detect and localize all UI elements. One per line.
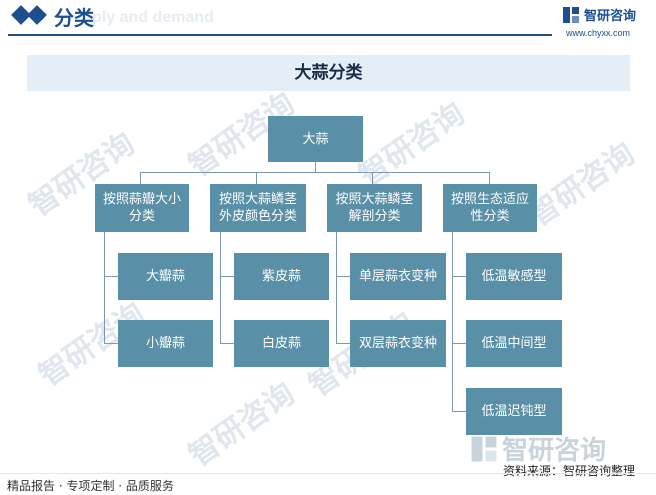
leaf-node: 双层蒜衣变种 [350,320,446,367]
header-divider [8,34,552,36]
footer-watermark: 智研咨询 [470,430,606,467]
brand: 智研咨询 [562,5,636,24]
node-label: 大瓣蒜 [145,269,185,284]
root-node: 大蒜 [268,116,363,162]
node-label: 低温迟钝型 [481,404,547,419]
node-label: 紫皮蒜 [261,269,301,284]
chart-title-band: 大蒜分类 [27,55,630,91]
node-label: 低温中间型 [481,336,547,351]
category-node: 按照蒜瓣大小分类 [95,184,189,232]
footer-divider [0,473,656,474]
connector-line [220,343,234,344]
connector-line [104,343,118,344]
footer-tagline: 精品报告 · 专项定制 · 品质服务 [7,479,174,493]
connector-line [489,172,490,184]
chart-title: 大蒜分类 [294,63,363,83]
header-ghost-text: ply and demand [92,9,214,26]
connector-line [256,172,257,184]
leaf-node: 大瓣蒜 [118,253,213,300]
leaf-node: 低温敏感型 [466,253,562,300]
leaf-node: 小瓣蒜 [118,320,213,367]
page-title: 分类 [54,6,94,30]
node-label: 按照生态适应性分类 [450,192,529,224]
connector-line [336,232,337,343]
node-label: 大蒜 [302,131,329,147]
connector-line [220,276,234,277]
node-label: 单层蒜衣变种 [358,269,437,284]
watermark-logo-icon [471,436,497,461]
leaf-node: 紫皮蒜 [234,253,329,300]
leaf-node: 单层蒜衣变种 [350,253,446,300]
connector-line [372,172,373,184]
connector-line [452,411,466,412]
header-diamond-icon [27,5,47,25]
connector-line [220,232,221,343]
node-label: 按照大蒜鳞茎解剖分类 [335,192,414,224]
connector-line [336,343,350,344]
brand-url: www.chyxx.com [566,28,631,38]
connector-line [452,276,466,277]
connector-line [104,232,105,343]
node-label: 白皮蒜 [261,336,301,351]
node-label: 按照大蒜鳞茎外皮颜色分类 [218,192,297,224]
category-node: 按照生态适应性分类 [443,184,537,232]
category-node: 按照大蒜鳞茎解剖分类 [327,184,422,232]
watermark-text: 智研咨询 [352,96,472,194]
brand-name: 智研咨询 [584,9,637,24]
connector-line [315,162,316,173]
node-label: 按照蒜瓣大小分类 [102,192,181,224]
node-label: 低温敏感型 [481,269,547,284]
connector-line [336,276,350,277]
leaf-node: 低温中间型 [466,320,562,367]
category-node: 按照大蒜鳞茎外皮颜色分类 [210,184,306,232]
node-label: 小瓣蒜 [145,336,185,351]
connector-line [452,343,466,344]
source-note: 资料来源：智研咨询整理 [503,464,636,478]
connector-line [140,172,141,184]
connector-line [452,232,453,411]
watermark-text: 智研咨询 [182,376,302,474]
node-label: 双层蒜衣变种 [358,336,437,351]
connector-line [104,276,118,277]
footer-watermark-text: 智研咨询 [502,436,607,466]
brand-logo-icon [563,6,579,23]
leaf-node: 白皮蒜 [234,320,329,367]
leaf-node: 低温迟钝型 [466,388,562,435]
connector-line [140,172,490,173]
